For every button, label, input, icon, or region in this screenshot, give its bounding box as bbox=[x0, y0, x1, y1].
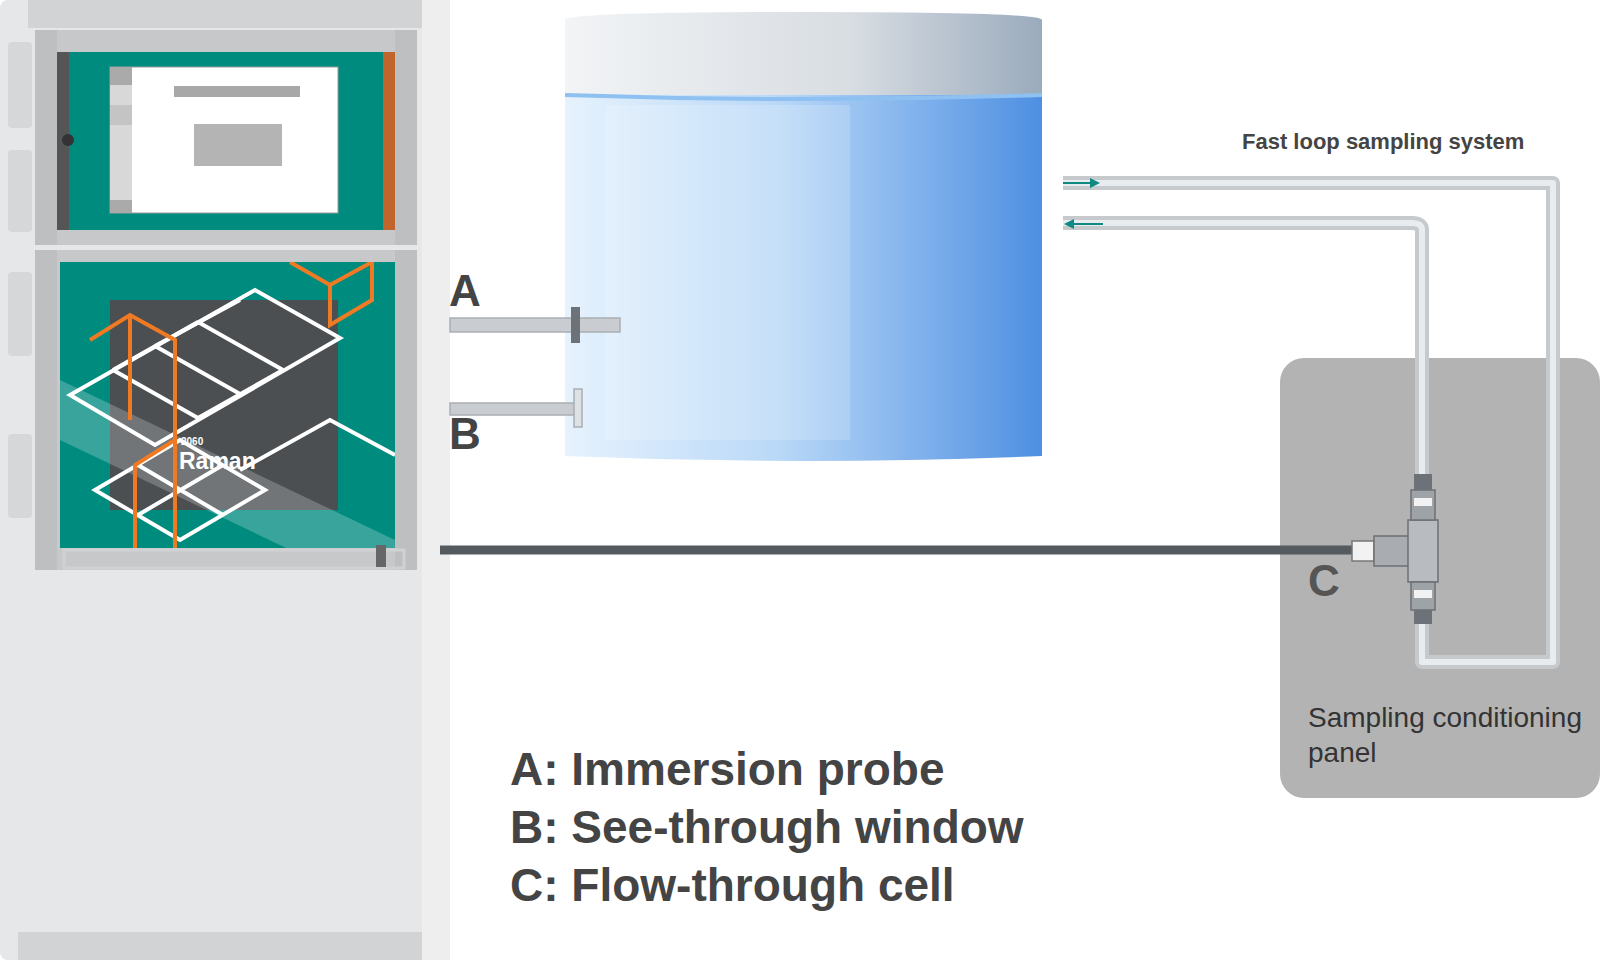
fiber-optic-cable bbox=[440, 546, 1280, 555]
analyzer-cabinet bbox=[0, 0, 450, 960]
process-tank bbox=[565, 12, 1042, 461]
key-entry: C: Flow-through cell bbox=[510, 858, 955, 912]
key-entry: B: See-through window bbox=[510, 800, 1024, 854]
fast-loop-pipe bbox=[1063, 183, 1553, 662]
system-label: Fast loop sampling system bbox=[1242, 129, 1524, 155]
callout-letter: C bbox=[1308, 556, 1340, 606]
node-text: Sampling conditioning panel bbox=[1308, 700, 1588, 770]
node-text: Raman bbox=[179, 448, 256, 475]
callout-letter: B bbox=[449, 409, 481, 459]
fiber-cable bbox=[1280, 546, 1360, 555]
key-entry: A: Immersion probe bbox=[510, 742, 945, 796]
flow-through-cell bbox=[1352, 474, 1438, 624]
node-text: 2060 bbox=[181, 436, 203, 447]
callout-letter: A bbox=[449, 266, 481, 316]
analyzer-module: 2060Raman bbox=[35, 250, 440, 570]
flow-arrow bbox=[1063, 178, 1103, 229]
